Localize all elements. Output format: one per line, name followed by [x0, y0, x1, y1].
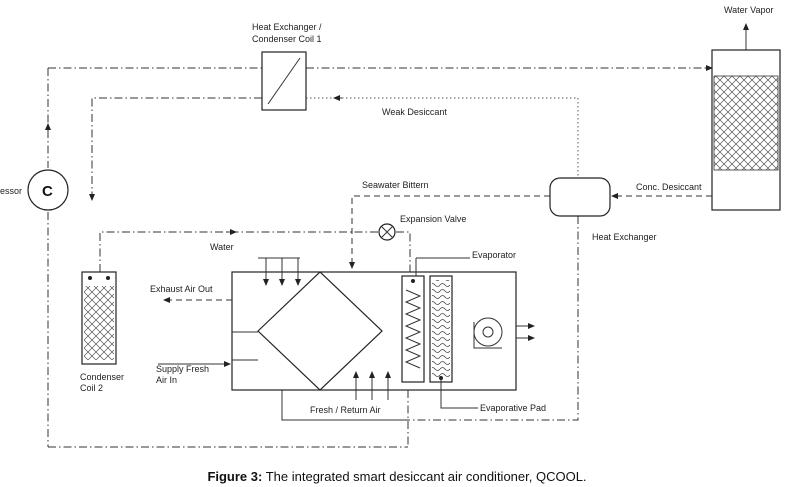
compressor-partial-label: essor [0, 186, 22, 196]
desiccant-heat-exchanger [549, 177, 611, 217]
desiccant-system-diagram: Heat Exchanger / Condenser Coil 1 Water … [0, 5, 781, 448]
supply-fresh-air-label-line2: Air In [156, 375, 177, 385]
compressor-symbol: C [42, 183, 53, 200]
heat-exchanger-label: Heat Exchanger [592, 232, 657, 242]
compressor [27, 169, 69, 211]
evaporator-label: Evaporator [472, 250, 516, 260]
condenser-coil2-label-line2: Coil 2 [80, 383, 103, 393]
seawater-bittern-label: Seawater Bittern [362, 180, 429, 190]
evaporative-pad-label: Evaporative Pad [480, 403, 546, 413]
condenser-coil2-label-line1: Condenser [80, 372, 124, 382]
figure-caption: Figure 3: The integrated smart desiccant… [0, 469, 794, 484]
desiccant-loop [306, 95, 712, 421]
air-handling-unit [231, 257, 535, 421]
refrigerant-loop [45, 65, 713, 448]
caption-text: The integrated smart desiccant air condi… [262, 469, 587, 484]
water-label: Water [210, 242, 234, 252]
heat-exchanger-condenser-coil-1 [261, 51, 307, 111]
regenerator-tower [711, 23, 781, 211]
heat-exchanger-coil1-label-line2: Condenser Coil 1 [252, 34, 322, 44]
expansion-valve [378, 223, 396, 241]
fresh-return-air-label: Fresh / Return Air [310, 405, 381, 415]
exhaust-air-label: Exhaust Air Out [150, 284, 213, 294]
weak-desiccant-label: Weak Desiccant [382, 107, 447, 117]
condenser-coil-2 [81, 271, 117, 365]
supply-fresh-air-label-line1: Supply Fresh [156, 364, 209, 374]
caption-prefix: Figure 3: [207, 469, 263, 484]
conc-desiccant-label: Conc. Desiccant [636, 182, 702, 192]
expansion-valve-label: Expansion Valve [400, 214, 466, 224]
water-vapor-label: Water Vapor [724, 5, 774, 15]
heat-exchanger-coil1-label-line1: Heat Exchanger / [252, 22, 322, 32]
